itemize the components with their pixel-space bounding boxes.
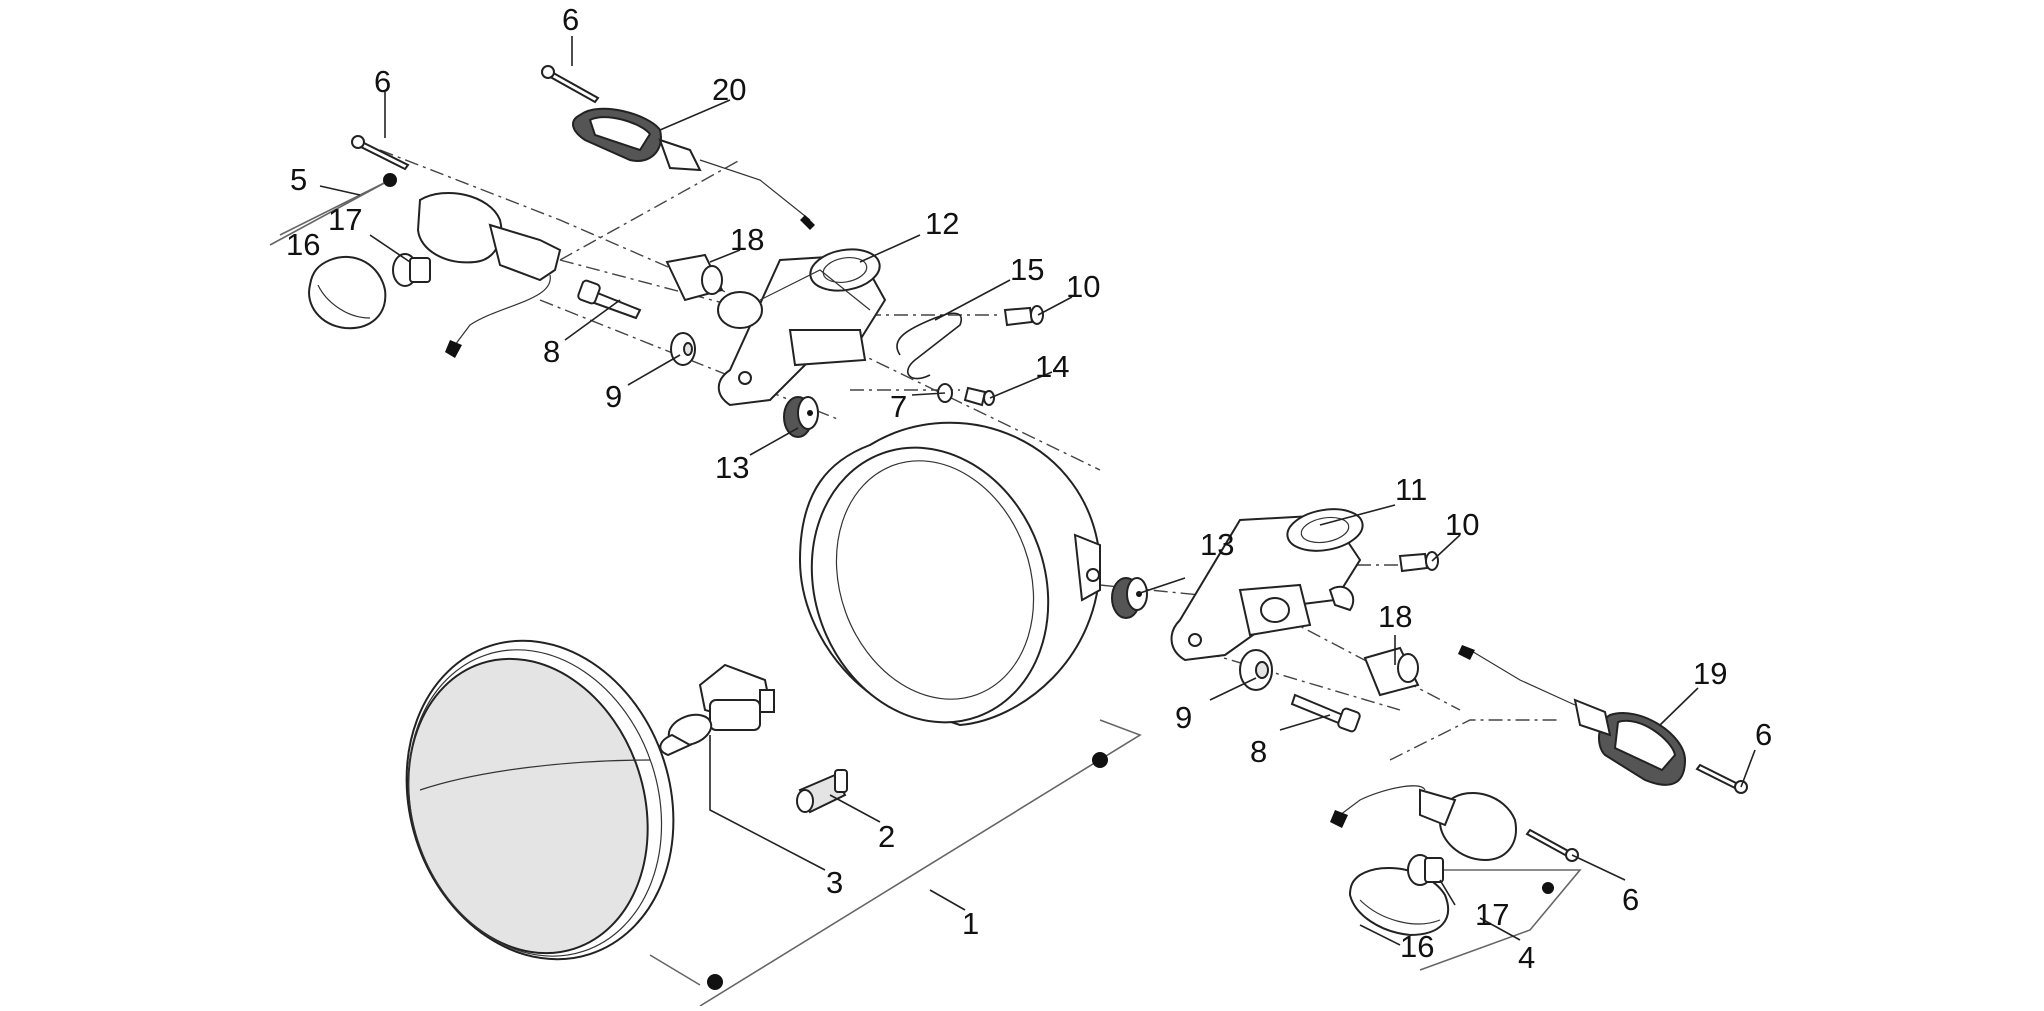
callout-18: 18 [1378,599,1412,634]
grommet-icon [1111,577,1148,619]
bolt-icon [541,65,600,104]
bulb-icon [392,253,431,287]
screw-icon [1003,305,1044,327]
rubber-block-icon [1363,646,1420,697]
screw-icon [963,386,995,407]
callout-9: 9 [605,379,622,414]
callout-15: 15 [1010,252,1044,287]
callout-18: 18 [730,222,764,257]
bolt-icon [1695,763,1748,794]
spring-clip-icon [896,312,962,380]
callout-3: 3 [826,865,843,900]
grommet-icon [783,396,819,438]
bolt-icon [577,279,642,320]
callout-16: 16 [286,227,320,262]
callout-19: 19 [1693,656,1727,691]
callout-labels: 6 20 6 5 17 16 18 12 15 10 8 14 9 7 13 1… [286,2,1772,975]
bracket-icon [1170,508,1364,662]
callout-11: 11 [1395,472,1427,507]
turn-signal-icon [1330,785,1517,862]
bracket-icon [717,248,887,407]
bolt-icon [351,135,410,171]
turn-signal-icon [572,107,815,230]
callout-10: 10 [1445,507,1479,542]
assembly-bracket-lines [269,179,1582,1007]
screw-icon [1398,551,1439,573]
callout-6: 6 [374,64,391,99]
callout-17: 17 [328,202,362,237]
callout-7: 7 [890,389,907,424]
callout-13: 13 [1200,527,1234,562]
callout-6: 6 [1755,717,1772,752]
callout-8: 8 [543,334,560,369]
leader-lines [319,36,1756,946]
callout-4: 4 [1518,940,1535,975]
callout-5: 5 [290,162,307,197]
callout-6: 6 [1622,882,1639,917]
bolt-icon [1525,828,1579,862]
headlight-rim-icon [405,639,675,961]
turn-signal-icon [1458,645,1687,786]
lens-icon [308,255,387,330]
callout-13: 13 [715,450,749,485]
washer-icon [670,332,696,366]
bulb-icon [659,663,775,757]
callout-1: 1 [962,906,979,941]
callout-9: 9 [1175,700,1192,735]
callout-20: 20 [712,72,746,107]
callout-10: 10 [1066,269,1100,304]
washer-icon [1239,649,1273,691]
bulb-icon [1407,854,1444,886]
rubber-block-icon [665,253,724,302]
callout-14: 14 [1035,349,1069,384]
assembly-dots [383,173,1554,990]
bulb-icon [796,769,848,814]
callout-17: 17 [1475,897,1509,932]
turn-signal-icon [416,192,562,358]
bolt-icon [1290,693,1361,733]
callout-6: 6 [562,2,579,37]
callout-12: 12 [925,206,959,241]
callout-8: 8 [1250,734,1267,769]
callout-2: 2 [878,819,895,854]
headlight-shell-icon [798,421,1102,727]
callout-16: 16 [1400,929,1434,964]
